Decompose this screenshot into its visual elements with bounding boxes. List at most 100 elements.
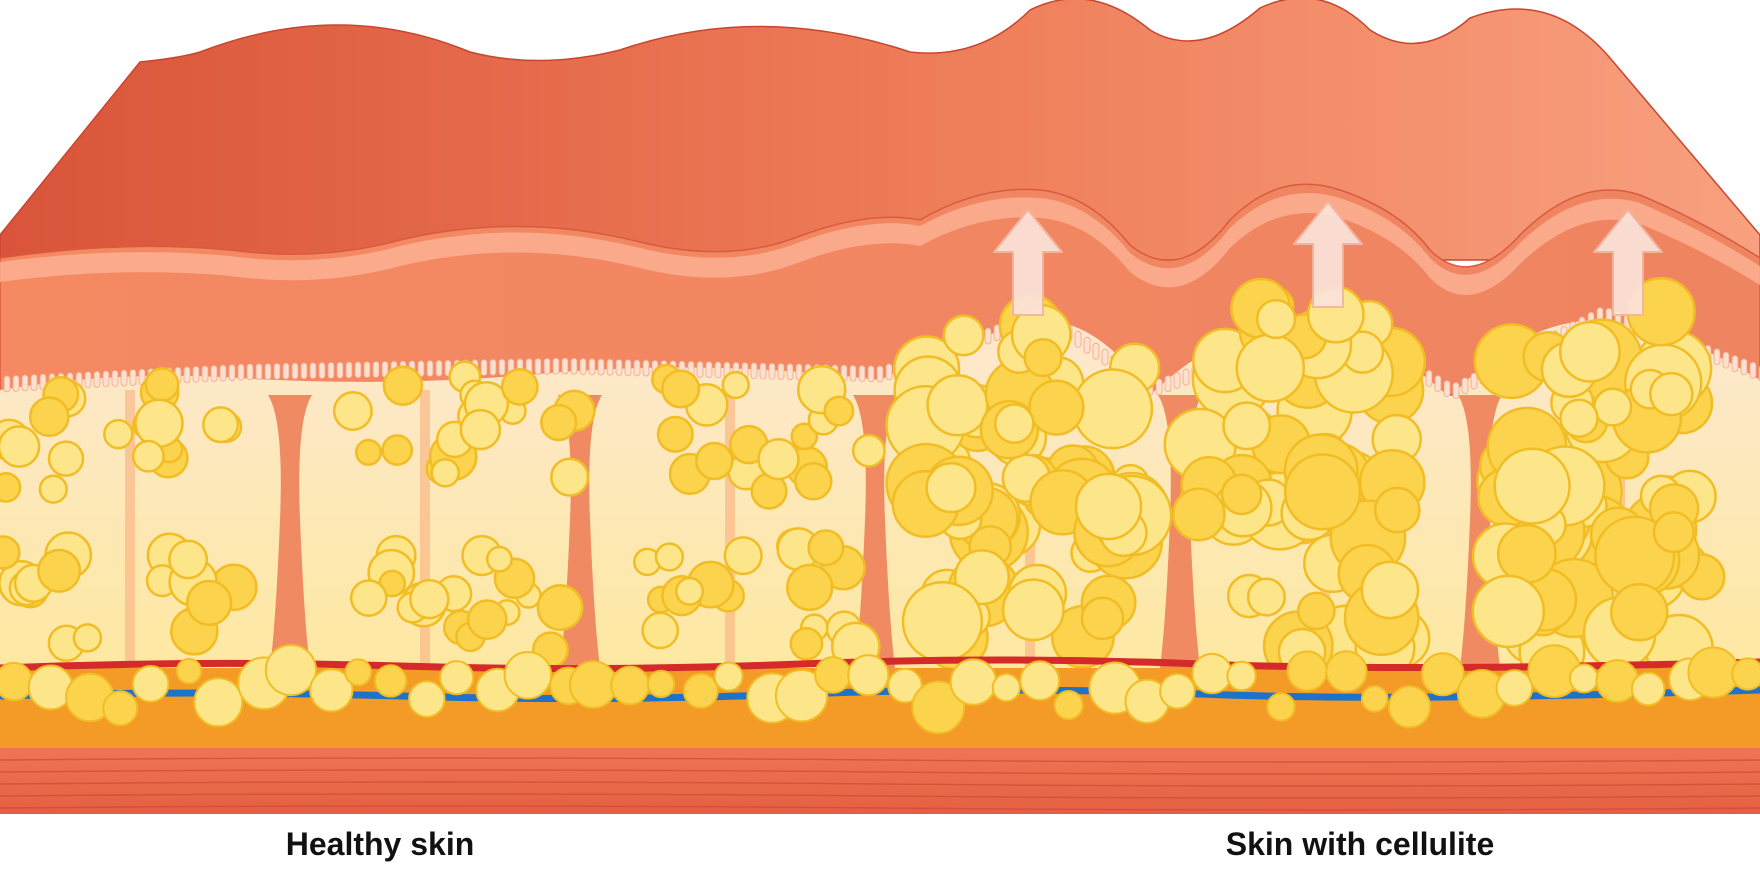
fat-cell bbox=[382, 365, 424, 406]
papilla bbox=[192, 365, 200, 383]
fat-cell bbox=[1360, 560, 1420, 620]
muscle-fibre bbox=[0, 793, 1760, 799]
dermis-highlight bbox=[0, 193, 1760, 296]
deep-fat-cell bbox=[1495, 669, 1534, 707]
papilla bbox=[309, 362, 317, 380]
deep-fat-cell bbox=[569, 660, 618, 709]
fat-cell bbox=[1074, 472, 1143, 541]
papilla bbox=[363, 361, 371, 379]
papilla bbox=[714, 361, 722, 379]
septum bbox=[268, 395, 312, 668]
papilla bbox=[219, 364, 227, 382]
papilla bbox=[354, 361, 362, 379]
fat-cell bbox=[38, 474, 68, 504]
papilla bbox=[696, 361, 704, 378]
papilla bbox=[588, 358, 596, 376]
deep-fat-cell bbox=[1191, 652, 1233, 695]
fat-cell bbox=[72, 623, 103, 653]
papilla bbox=[768, 362, 776, 380]
fat-cell bbox=[1493, 447, 1571, 525]
papilla bbox=[3, 375, 11, 393]
deep-fat-cell bbox=[0, 661, 34, 702]
deep-fat-cell bbox=[847, 654, 890, 697]
papilla bbox=[336, 361, 344, 379]
papilla bbox=[498, 358, 506, 376]
fat-cell bbox=[1471, 574, 1546, 649]
papilla bbox=[759, 362, 767, 380]
deep-fat-cells bbox=[0, 644, 1760, 735]
fat-cell bbox=[409, 578, 450, 620]
fat-cell bbox=[0, 425, 41, 468]
papilla bbox=[372, 361, 380, 378]
deep-fat-cell bbox=[682, 672, 719, 709]
cellulite-skin-label: Skin with cellulite bbox=[1225, 826, 1495, 862]
fat-cell bbox=[656, 415, 694, 453]
septum bbox=[853, 395, 897, 668]
fat-cell bbox=[1023, 337, 1063, 378]
papilla bbox=[615, 358, 623, 376]
fat-cell bbox=[1649, 371, 1694, 417]
deep-fat-cell bbox=[264, 644, 317, 697]
deep-fat-cell bbox=[1325, 650, 1368, 693]
deep-fat-cell bbox=[1568, 663, 1599, 694]
fat-cell bbox=[540, 403, 578, 442]
papilla bbox=[246, 363, 254, 381]
papilla bbox=[201, 365, 209, 383]
fat-cell bbox=[942, 314, 985, 357]
papilla bbox=[579, 358, 587, 375]
papilla bbox=[1461, 377, 1469, 395]
fat-cell bbox=[993, 403, 1035, 444]
papilla bbox=[426, 360, 434, 377]
deep-fat-cell bbox=[1360, 685, 1389, 713]
deep-fat-cell bbox=[1266, 692, 1296, 722]
papilla bbox=[264, 363, 272, 380]
papilla bbox=[282, 362, 290, 380]
fat-cell bbox=[757, 437, 800, 481]
fat-cell bbox=[695, 441, 734, 481]
papilla bbox=[786, 363, 794, 381]
papilla bbox=[255, 363, 263, 381]
fat-cell bbox=[485, 545, 513, 573]
up-arrow-icon bbox=[1593, 209, 1663, 316]
deep-fat-cell bbox=[1053, 690, 1084, 721]
papilla bbox=[597, 358, 605, 376]
papilla bbox=[552, 357, 560, 375]
papilla bbox=[489, 358, 497, 376]
papilla bbox=[1074, 330, 1082, 348]
papilla bbox=[984, 327, 992, 345]
papilla bbox=[1182, 368, 1190, 386]
papilla bbox=[534, 358, 542, 375]
fat-cell bbox=[675, 576, 705, 606]
papilla bbox=[570, 357, 578, 375]
fat-cell bbox=[1652, 511, 1695, 554]
healthy-skin-label: Healthy skin bbox=[285, 826, 475, 862]
deep-fat-cell bbox=[131, 665, 170, 703]
deep-fat-cell bbox=[175, 658, 203, 685]
fat-cell bbox=[28, 396, 70, 438]
deep-fat-cell bbox=[1286, 650, 1328, 692]
muscle-fibre bbox=[0, 805, 1760, 811]
muscle-fibre bbox=[0, 781, 1760, 787]
fat-cell bbox=[103, 418, 134, 450]
fat-cell bbox=[1283, 453, 1362, 531]
fat-cell bbox=[37, 548, 82, 593]
papilla bbox=[1083, 336, 1091, 354]
deep-fat-cell bbox=[193, 677, 244, 728]
papilla bbox=[237, 363, 245, 381]
deep-fat-cell bbox=[102, 690, 139, 727]
muscle-fibres bbox=[0, 757, 1760, 811]
fat-cell bbox=[459, 408, 502, 451]
deep-fat-cell bbox=[713, 661, 744, 692]
fat-cell bbox=[721, 370, 750, 400]
fat-cell bbox=[430, 458, 460, 488]
fat-cell bbox=[466, 599, 508, 640]
papilla bbox=[345, 361, 353, 379]
papilla bbox=[273, 362, 281, 380]
papilla bbox=[849, 364, 857, 382]
papilla bbox=[1155, 378, 1163, 396]
deep-fat-cell bbox=[610, 665, 650, 706]
deep-fat-cell bbox=[1226, 660, 1257, 692]
deep-fat-cell bbox=[373, 664, 408, 698]
fat-cell bbox=[654, 542, 685, 572]
